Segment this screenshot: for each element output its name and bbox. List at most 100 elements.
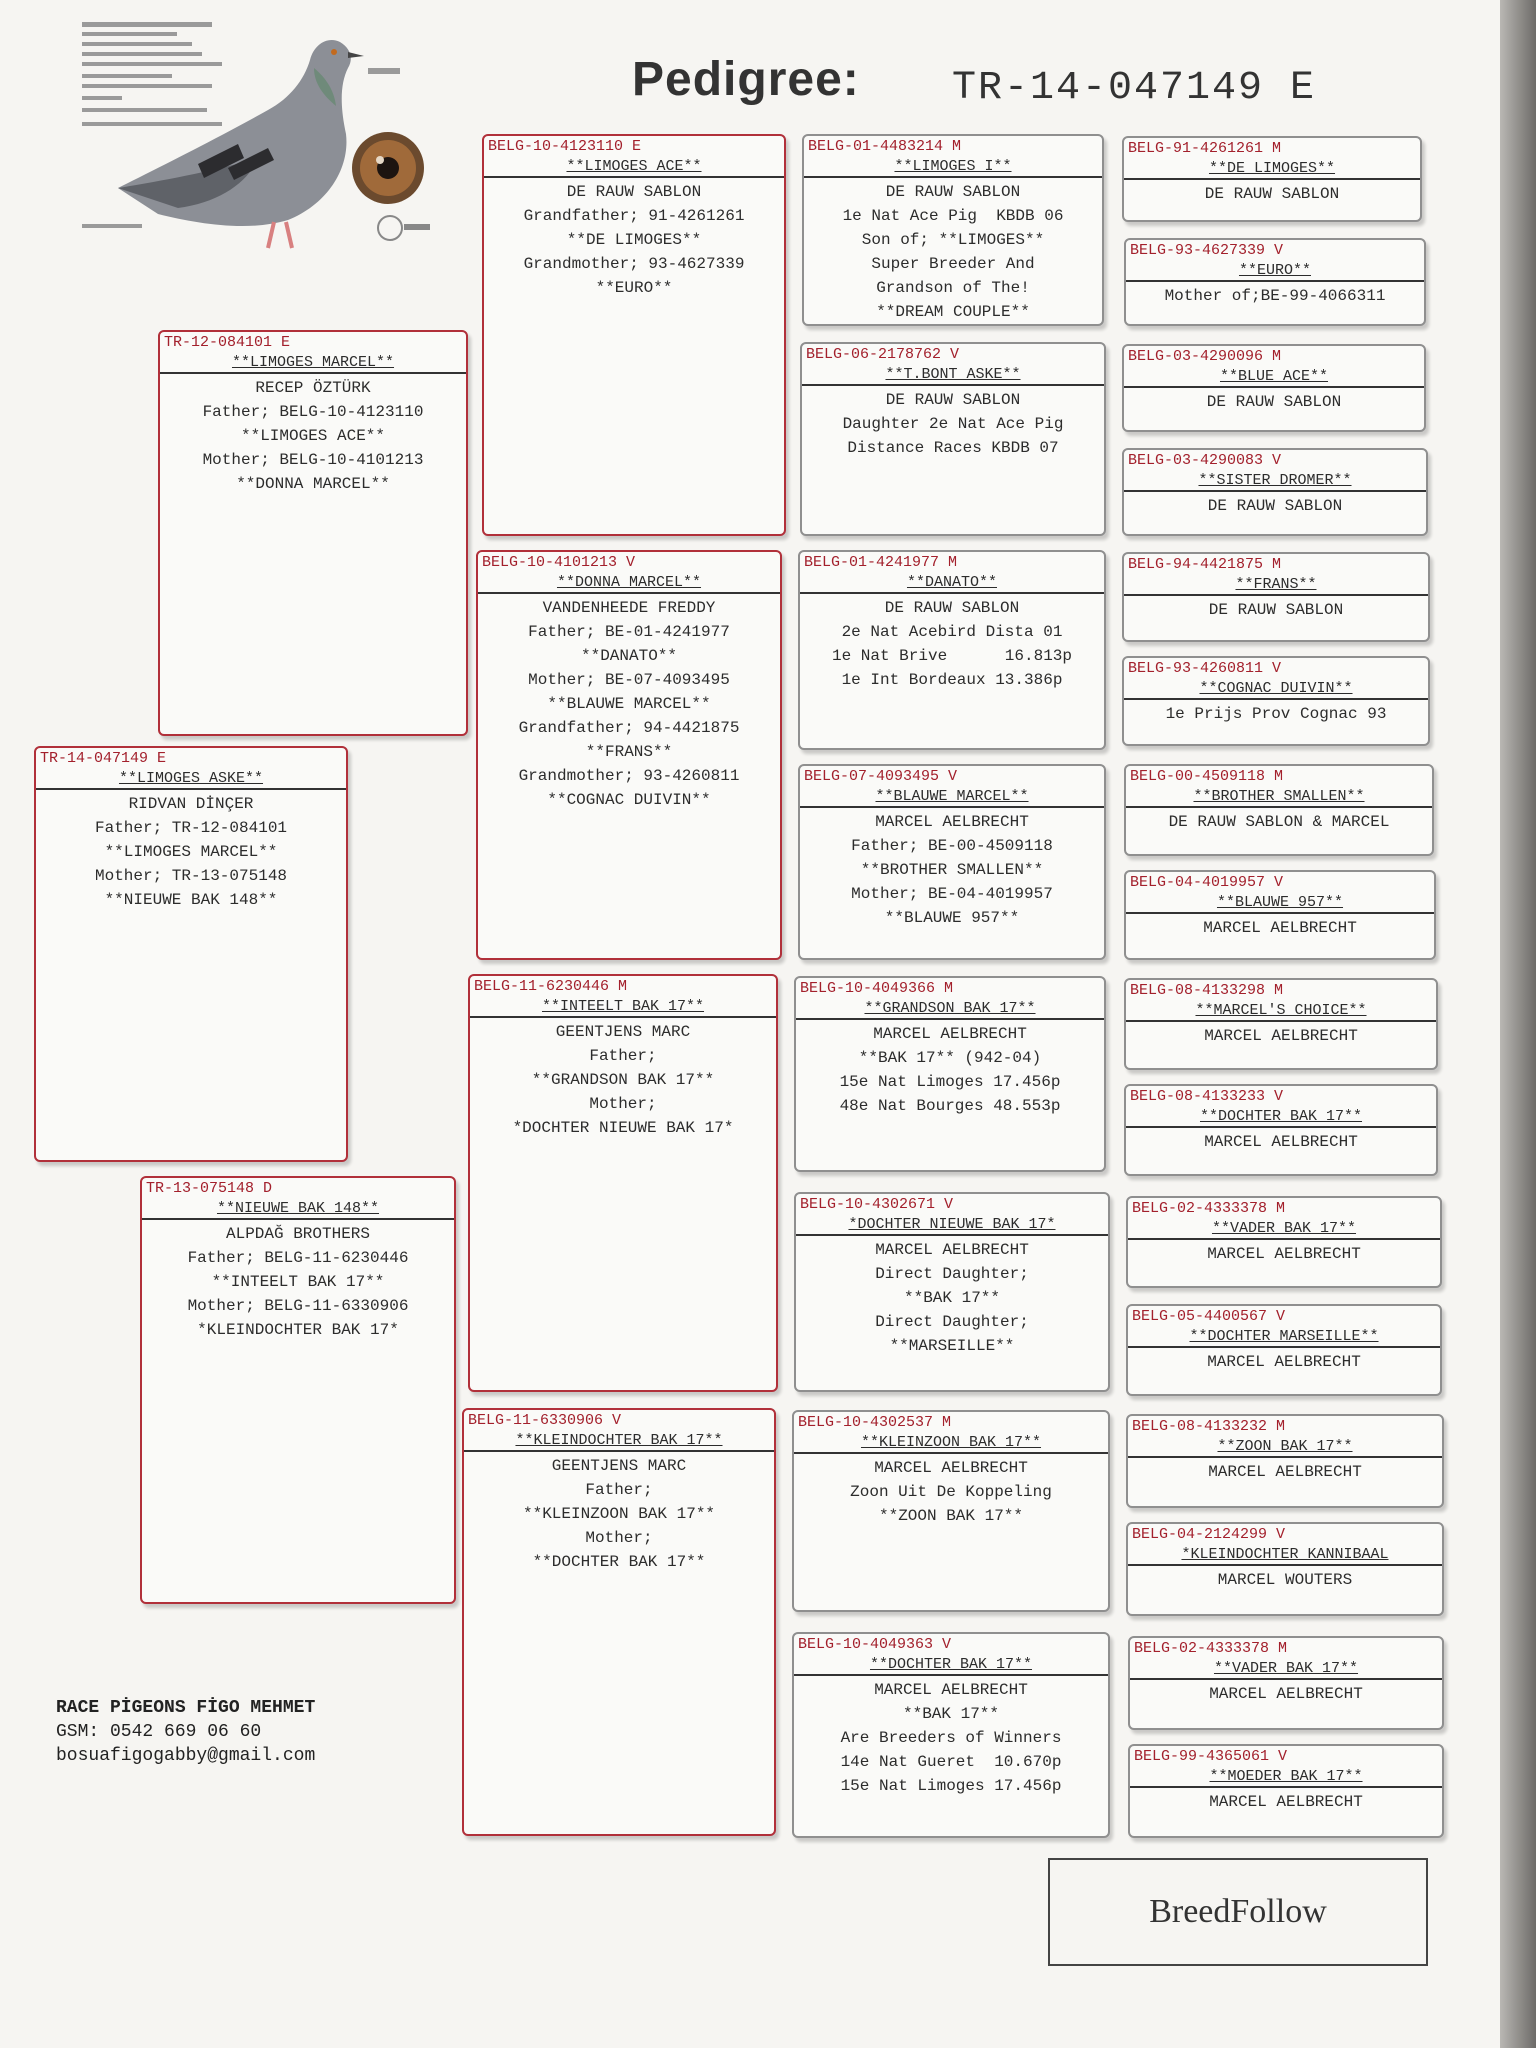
owner-phone: GSM: 0542 669 06 60 bbox=[56, 1722, 262, 1742]
card-details: MARCEL AELBRECHT Father; BE-00-4509118 **B… bbox=[800, 808, 1104, 930]
card-details: 1e Prijs Prov Cognac 93 bbox=[1124, 700, 1428, 726]
card-detail-line: **BROTHER SMALLEN** bbox=[860, 861, 1044, 879]
card-detail-line: 1e Nat Ace Pig KBDB 06 bbox=[842, 207, 1064, 225]
card-detail-line: MARCEL AELBRECHT bbox=[1209, 1793, 1363, 1811]
card-detail-line: 15e Nat Limoges 17.456p bbox=[839, 1073, 1061, 1091]
gg-card-6: BELG-93-4260811 V**COGNAC DUIVIN**1e Pri… bbox=[1122, 656, 1430, 746]
card-details: DE RAUW SABLON bbox=[1124, 180, 1420, 206]
card-detail-line: MARCEL AELBRECHT bbox=[1207, 1353, 1361, 1371]
card-ring-number: BELG-02-4333378 M bbox=[1134, 1640, 1288, 1657]
card-details: MARCEL AELBRECHT bbox=[1130, 1788, 1442, 1814]
card-detail-line: DE RAUW SABLON bbox=[1208, 601, 1344, 619]
card-pigeon-name: **DOCHTER BAK 17** bbox=[1126, 1107, 1436, 1128]
card-detail-line: **BAK 17** bbox=[903, 1289, 1000, 1307]
card-detail-line: MARCEL AELBRECHT bbox=[874, 1459, 1028, 1477]
card-ring-number: BELG-11-6230446 M bbox=[474, 978, 628, 995]
card-detail-line: Grandmother; 93-4260811 bbox=[518, 767, 740, 785]
card-pigeon-name: **BLUE ACE** bbox=[1124, 367, 1424, 388]
card-detail-line: Direct Daughter; bbox=[875, 1265, 1029, 1283]
card-detail-line: **DONNA MARCEL** bbox=[236, 475, 390, 493]
card-pigeon-name: **EURO** bbox=[1126, 261, 1424, 282]
card-detail-line: 1e Prijs Prov Cognac 93 bbox=[1165, 705, 1387, 723]
card-ring-number: BELG-08-4133233 V bbox=[1130, 1088, 1284, 1105]
owner-email: bosuafigogabby@gmail.com bbox=[56, 1746, 316, 1766]
card-detail-line: DE RAUW SABLON bbox=[1206, 393, 1342, 411]
gg-card-7: BELG-00-4509118 M**BROTHER SMALLEN**DE R… bbox=[1124, 764, 1434, 856]
card-detail-line: DE RAUW SABLON & MARCEL bbox=[1168, 813, 1390, 831]
card-detail-line: MARCEL AELBRECHT bbox=[1208, 1463, 1362, 1481]
card-ring-number: BELG-93-4260811 V bbox=[1128, 660, 1282, 677]
ring-number: TR-14-047149 E bbox=[952, 66, 1317, 111]
card-pigeon-name: **SISTER DROMER** bbox=[1124, 471, 1426, 492]
card-detail-line: **BLAUWE 957** bbox=[884, 909, 1020, 927]
card-detail-line: Mother; BELG-10-4101213 bbox=[202, 451, 424, 469]
card-pigeon-name: **KLEINZOON BAK 17** bbox=[794, 1433, 1108, 1454]
card-detail-line: MARCEL AELBRECHT bbox=[875, 813, 1029, 831]
card-detail-line: 48e Nat Bourges 48.553p bbox=[839, 1097, 1061, 1115]
gg-card-4: BELG-03-4290083 V**SISTER DROMER**DE RAU… bbox=[1122, 448, 1428, 536]
card-detail-line: Father; bbox=[585, 1481, 653, 1499]
card-detail-line: **LIMOGES ACE** bbox=[240, 427, 386, 445]
card-pigeon-name: **DE LIMOGES** bbox=[1124, 159, 1420, 180]
card-ring-number: BELG-06-2178762 V bbox=[806, 346, 960, 363]
card-ring-number: BELG-10-4123110 E bbox=[488, 138, 642, 155]
card-detail-line: RIDVAN DİNÇER bbox=[128, 795, 254, 813]
card-pigeon-name: **LIMOGES ACE** bbox=[484, 157, 784, 178]
card-pigeon-name: **DOCHTER BAK 17** bbox=[794, 1655, 1108, 1676]
card-detail-line: **EURO** bbox=[595, 279, 673, 297]
gg-card-8: BELG-04-4019957 V**BLAUWE 957**MARCEL AE… bbox=[1124, 870, 1436, 960]
grandmother-maternal-card: BELG-11-6330906 V **KLEINDOCHTER BAK 17**… bbox=[462, 1408, 776, 1836]
card-ring-number: BELG-08-4133232 M bbox=[1132, 1418, 1286, 1435]
card-detail-line: Mother; bbox=[585, 1529, 653, 1547]
card-ring-number: BELG-01-4483214 M bbox=[808, 138, 962, 155]
card-detail-line: Grandfather; 94-4421875 bbox=[518, 719, 740, 737]
card-detail-line: **ZOON BAK 17** bbox=[878, 1507, 1024, 1525]
father-card: TR-12-084101 E**LIMOGES MARCEL**RECEP ÖZ… bbox=[158, 330, 468, 736]
card-detail-line: MARCEL AELBRECHT bbox=[1204, 1133, 1358, 1151]
card-detail-line: 1e Int Bordeaux 13.386p bbox=[841, 671, 1063, 689]
card-pigeon-name: **MOEDER BAK 17** bbox=[1130, 1767, 1442, 1788]
gg-card-3: BELG-03-4290096 M**BLUE ACE**DE RAUW SAB… bbox=[1122, 344, 1426, 432]
card-detail-line: DE RAUW SABLON bbox=[884, 599, 1020, 617]
card-pigeon-name: **LIMOGES ASKE** bbox=[36, 769, 346, 790]
card-details: DE RAUW SABLON 1e Nat Ace Pig KBDB 06 Son … bbox=[804, 178, 1102, 324]
card-detail-line: Father; bbox=[589, 1047, 657, 1065]
card-detail-line: Mother; BELG-11-6330906 bbox=[187, 1297, 409, 1315]
card-detail-line: DE RAUW SABLON bbox=[885, 183, 1021, 201]
card-detail-line: **GRANDSON BAK 17** bbox=[531, 1071, 715, 1089]
gg-card-11: BELG-02-4333378 M**VADER BAK 17**MARCEL … bbox=[1126, 1196, 1442, 1288]
great-grandparent-card-2: BELG-06-2178762 V**T.BONT ASKE**DE RAUW … bbox=[800, 342, 1106, 536]
card-details: MARCEL AELBRECHT bbox=[1128, 1240, 1440, 1266]
card-pigeon-name: **BROTHER SMALLEN** bbox=[1126, 787, 1432, 808]
card-detail-line: MARCEL AELBRECHT bbox=[1203, 919, 1357, 937]
card-details: MARCEL AELBRECHT bbox=[1130, 1680, 1442, 1706]
card-pigeon-name: *DOCHTER NIEUWE BAK 17* bbox=[796, 1215, 1108, 1236]
subject-bird-card: TR-14-047149 E**LIMOGES ASKE**RIDVAN DİN… bbox=[34, 746, 348, 1162]
great-grandparent-card-8: BELG-10-4049363 V**DOCHTER BAK 17**MARCE… bbox=[792, 1632, 1110, 1838]
brand-logo: BreedFollow bbox=[1048, 1858, 1428, 1966]
great-grandparent-card-6: BELG-10-4302671 V*DOCHTER NIEUWE BAK 17*… bbox=[794, 1192, 1110, 1392]
card-detail-line: Mother; BE-07-4093495 bbox=[528, 671, 730, 689]
card-detail-line: Father; BE-00-4509118 bbox=[851, 837, 1053, 855]
card-detail-line: DE RAUW SABLON bbox=[1207, 497, 1343, 515]
card-ring-number: BELG-11-6330906 V bbox=[468, 1412, 622, 1429]
card-pigeon-name: **DOCHTER MARSEILLE** bbox=[1128, 1327, 1440, 1348]
gg-card-2: BELG-93-4627339 V**EURO**Mother of;BE-99… bbox=[1124, 238, 1426, 326]
page-title: Pedigree: bbox=[632, 53, 860, 106]
card-detail-line: **BLAUWE MARCEL** bbox=[547, 695, 711, 713]
card-detail-line: MARCEL AELBRECHT bbox=[874, 1681, 1028, 1699]
card-details: Mother of;BE-99-4066311 bbox=[1126, 282, 1424, 308]
card-pigeon-name: **T.BONT ASKE** bbox=[802, 365, 1104, 386]
card-detail-line: **BAK 17** bbox=[902, 1705, 999, 1723]
card-ring-number: BELG-99-4365061 V bbox=[1134, 1748, 1288, 1765]
card-detail-line: Son of; **LIMOGES** bbox=[861, 231, 1045, 249]
card-details: DE RAUW SABLON bbox=[1124, 596, 1428, 622]
card-ring-number: TR-12-084101 E bbox=[164, 334, 291, 351]
card-detail-line: Grandfather; 91-4261261 bbox=[523, 207, 745, 225]
card-pigeon-name: **KLEINDOCHTER BAK 17** bbox=[464, 1431, 774, 1452]
card-pigeon-name: **ZOON BAK 17** bbox=[1128, 1437, 1442, 1458]
card-detail-line: **KLEINZOON BAK 17** bbox=[522, 1505, 716, 1523]
